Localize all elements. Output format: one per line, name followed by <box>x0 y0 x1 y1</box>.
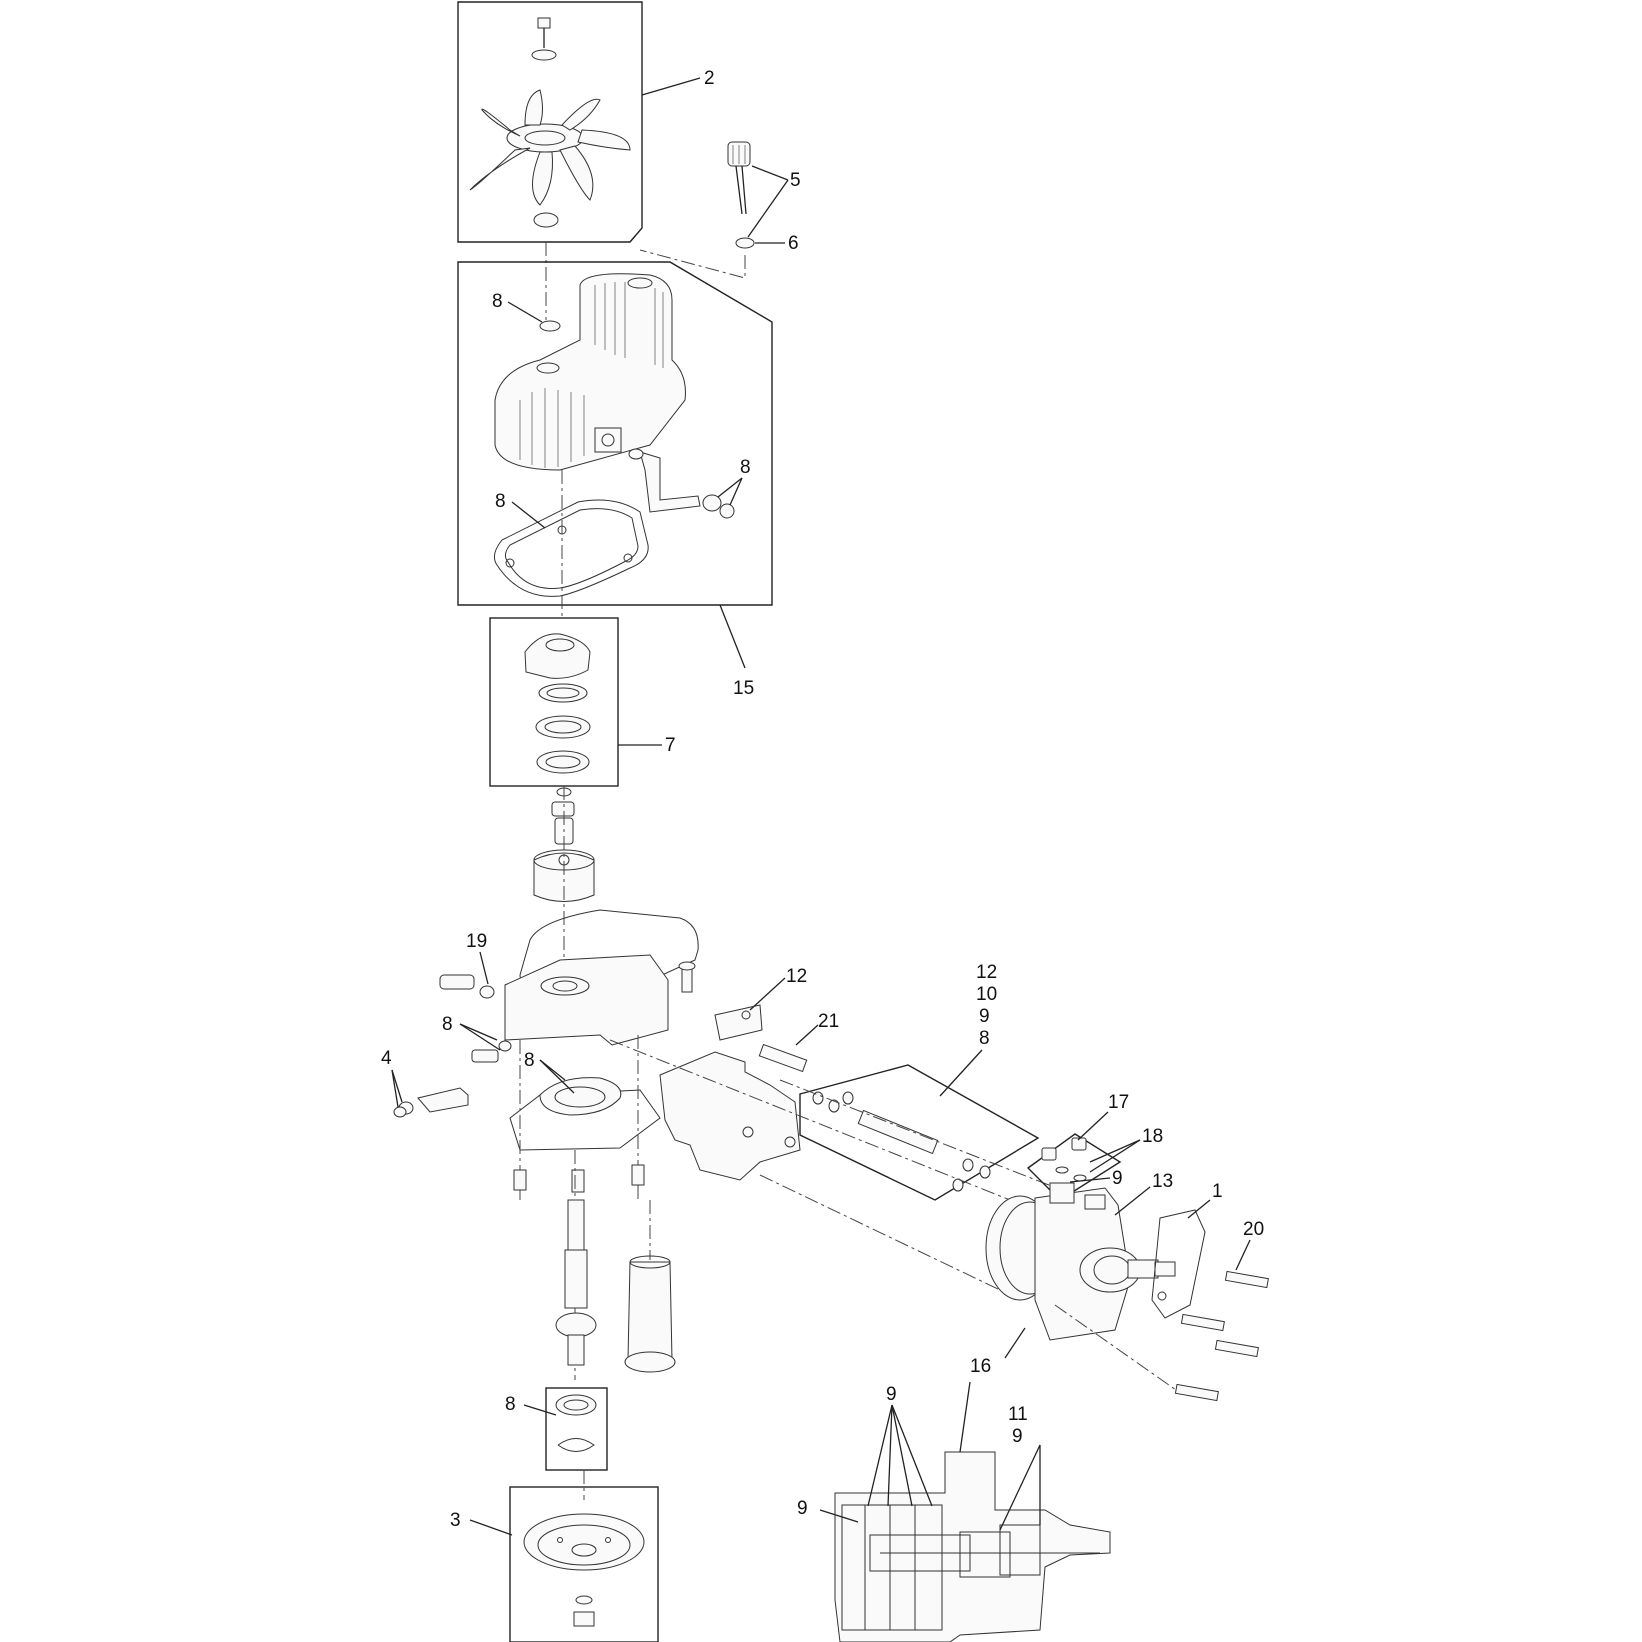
dipstick-assembly: 5 6 <box>639 141 801 279</box>
callout-kit-12: 12 <box>976 962 997 983</box>
callout-18: 18 <box>1142 1126 1163 1147</box>
callout-9-left: 9 <box>797 1498 808 1519</box>
bearing-box: 8 <box>505 1387 608 1471</box>
callout-kit-9: 9 <box>979 1006 990 1027</box>
callout-16: 16 <box>970 1356 991 1377</box>
bypass-arm: 4 <box>381 1048 469 1118</box>
motor-gasket: 1 <box>1151 1181 1223 1319</box>
callout-15: 15 <box>733 678 754 699</box>
callout-17: 17 <box>1108 1092 1129 1113</box>
finned-housing-icon <box>494 273 686 471</box>
callout-9-right: 9 <box>1112 1168 1123 1189</box>
callout-2: 2 <box>704 68 715 89</box>
callout-21: 21 <box>818 1011 839 1032</box>
motor-bolts: 20 <box>1054 1219 1269 1402</box>
callout-8-top: 8 <box>492 291 503 312</box>
callout-8-bearing: 8 <box>505 1394 516 1415</box>
check-valve-box: 17 18 9 <box>1026 1092 1163 1201</box>
callout-4: 4 <box>381 1048 392 1069</box>
fan-assembly-box: 2 <box>457 1 715 243</box>
motor-bracket: 12 21 <box>659 966 839 1181</box>
callout-8-left: 8 <box>442 1014 453 1035</box>
pulley-box: 3 <box>450 1470 659 1642</box>
swashplate-assembly-box: 7 <box>489 617 676 787</box>
charge-relief-valve: 19 <box>439 931 495 999</box>
callout-19: 19 <box>466 931 487 952</box>
callout-8-gasket: 8 <box>495 491 506 512</box>
filter-canister <box>624 1200 676 1373</box>
cylinder-block-parts <box>533 787 595 902</box>
seal-kit-box: 12 10 9 8 <box>799 962 1040 1201</box>
callout-12-bracket: 12 <box>786 966 807 987</box>
callout-6: 6 <box>788 233 799 254</box>
housing-assembly-box: 8 8 8 15 <box>457 261 773 699</box>
bypass-valve-orings: 8 <box>442 1014 512 1063</box>
callout-5: 5 <box>790 170 801 191</box>
callout-13: 13 <box>1152 1171 1173 1192</box>
hydraulic-motor-icon: 13 16 <box>970 1171 1176 1377</box>
input-shaft <box>555 1150 597 1380</box>
callout-8-seals: 8 <box>740 457 751 478</box>
callout-20: 20 <box>1243 1219 1264 1240</box>
callout-9-right2: 9 <box>1012 1426 1023 1447</box>
callout-11: 11 <box>1008 1404 1028 1425</box>
callout-1: 1 <box>1212 1181 1223 1202</box>
cooling-fan-icon <box>469 89 631 228</box>
callout-kit-10: 10 <box>976 984 997 1005</box>
callout-7: 7 <box>665 735 676 756</box>
callout-3: 3 <box>450 1510 461 1531</box>
motor-cross-section: 9 9 11 9 <box>797 1381 1111 1642</box>
callout-9-section: 9 <box>886 1384 897 1405</box>
callout-8-filter: 8 <box>524 1050 535 1071</box>
filter-gasket: 8 <box>524 1050 575 1094</box>
callout-kit-8: 8 <box>979 1028 990 1049</box>
center-section <box>504 909 699 1200</box>
